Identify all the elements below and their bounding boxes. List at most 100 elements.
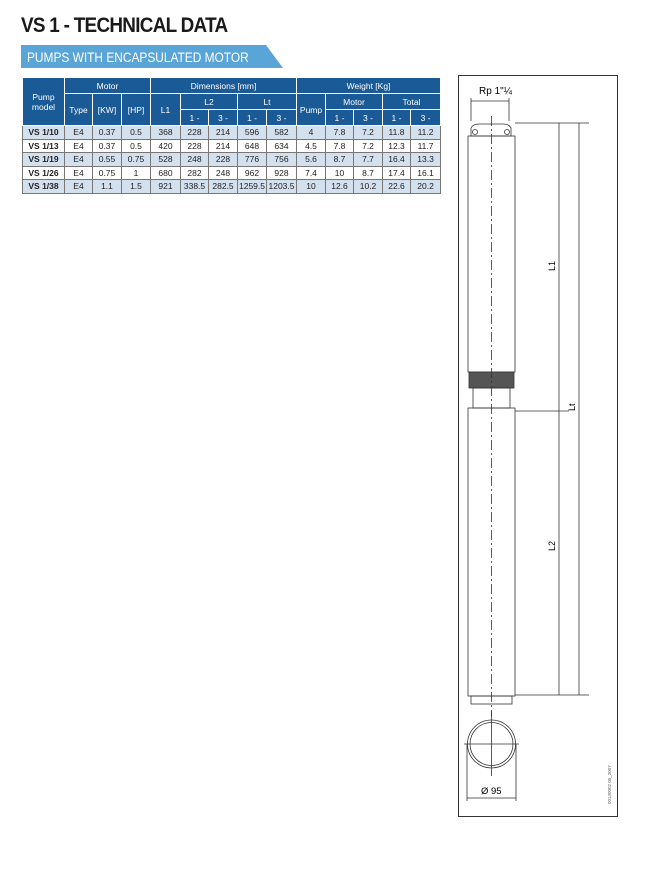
table-cell: 0.75 — [121, 152, 151, 167]
header-phase-3: 3 - — [265, 109, 298, 126]
table-cell: 7.4 — [296, 165, 327, 180]
table-cell: 282 — [180, 165, 209, 180]
table-cell: 756 — [265, 152, 298, 167]
table-cell: 5.6 — [296, 152, 327, 167]
table-cell: E4 — [64, 138, 93, 153]
table-cell: 16.1 — [410, 165, 442, 180]
header-phase-3: 3 - — [208, 109, 238, 126]
table-cell: 4.5 — [296, 138, 327, 153]
table-cell: 248 — [180, 152, 209, 167]
table-cell: E4 — [64, 179, 93, 194]
header-weight: Weight [Kg] — [296, 77, 442, 94]
header-hp: [HP] — [121, 93, 151, 126]
table-cell: 10 — [325, 165, 355, 180]
table-cell: 0.55 — [92, 152, 122, 167]
table-cell: 214 — [208, 125, 238, 140]
section-subtitle: PUMPS WITH ENCAPSULATED MOTOR — [27, 49, 249, 65]
table-cell: 1.1 — [92, 179, 122, 194]
l2-label: L2 — [547, 541, 557, 551]
table-cell: 921 — [150, 179, 181, 194]
table-cell: 8.7 — [325, 152, 355, 167]
table-cell: 4 — [296, 125, 327, 140]
table-cell: 11.2 — [410, 125, 442, 140]
table-cell: 11.7 — [410, 138, 442, 153]
header-pump: Pump — [296, 93, 327, 126]
table-cell: 0.37 — [92, 125, 122, 140]
pump-diagram: Rp 1"¼ L1 Lt L2 Ø 95 00130002 05_2007 — [464, 85, 612, 804]
page-title: VS 1 - TECHNICAL DATA — [21, 14, 228, 37]
table-cell: 13.3 — [410, 152, 442, 167]
pump-model-cell: VS 1/10 — [22, 125, 65, 140]
table-cell: 776 — [237, 152, 267, 167]
header-weight-motor: Motor — [325, 93, 384, 110]
table-cell: 596 — [237, 125, 267, 140]
table-cell: 0.5 — [121, 138, 151, 153]
table-cell: 1 — [121, 165, 151, 180]
table-cell: 582 — [265, 125, 298, 140]
table-cell: 368 — [150, 125, 181, 140]
header-phase-3: 3 - — [410, 109, 442, 126]
table-cell: 7.2 — [353, 138, 384, 153]
table-cell: 10.2 — [353, 179, 384, 194]
table-cell: 962 — [237, 165, 267, 180]
table-cell: 20.2 — [410, 179, 442, 194]
table-cell: 7.7 — [353, 152, 384, 167]
table-cell: 11.8 — [382, 125, 412, 140]
header-l1: L1 — [150, 93, 181, 126]
diameter-label: Ø 95 — [481, 786, 502, 797]
table-cell: 420 — [150, 138, 181, 153]
pump-model-cell: VS 1/19 — [22, 152, 65, 167]
table-cell: E4 — [64, 125, 93, 140]
table-cell: 634 — [265, 138, 298, 153]
table-cell: 528 — [150, 152, 181, 167]
table-cell: 928 — [265, 165, 298, 180]
header-phase-3: 3 - — [353, 109, 384, 126]
table-cell: 1259.5 — [237, 179, 267, 194]
section-banner: PUMPS WITH ENCAPSULATED MOTOR — [21, 45, 283, 68]
drawing-code: 00130002 05_2007 — [607, 765, 612, 804]
table-cell: 12.3 — [382, 138, 412, 153]
header-phase-1: 1 - — [325, 109, 355, 126]
header-lt: Lt — [236, 93, 298, 110]
table-cell: E4 — [64, 165, 93, 180]
table-cell: 10 — [296, 179, 327, 194]
header-phase-1: 1 - — [180, 109, 209, 126]
header-phase-1: 1 - — [382, 109, 412, 126]
table-cell: 648 — [237, 138, 267, 153]
table-cell: 214 — [208, 138, 238, 153]
table-cell: 680 — [150, 165, 181, 180]
header-phase-1: 1 - — [237, 109, 267, 126]
table-cell: 16.4 — [382, 152, 412, 167]
lt-label: Lt — [567, 403, 577, 411]
header-type: Type — [64, 93, 93, 126]
table-cell: 282.5 — [208, 179, 238, 194]
header-kw: [KW] — [92, 93, 122, 126]
pump-model-cell: VS 1/13 — [22, 138, 65, 153]
table-cell: 12.6 — [325, 179, 355, 194]
table-cell: 7.8 — [325, 138, 355, 153]
pump-drawing: Rp 1"¼ L1 Lt L2 Ø 95 00130002 05_2007 — [458, 75, 618, 817]
table-cell: 7.8 — [325, 125, 355, 140]
header-dimensions: Dimensions [mm] — [149, 77, 298, 94]
pump-model-cell: VS 1/38 — [22, 179, 65, 194]
table-cell: 0.5 — [121, 125, 151, 140]
table-cell: 17.4 — [382, 165, 412, 180]
table-cell: 0.37 — [92, 138, 122, 153]
table-cell: 1.5 — [121, 179, 151, 194]
table-cell: 1203.5 — [265, 179, 298, 194]
table-cell: 22.6 — [382, 179, 412, 194]
table-cell: 248 — [208, 165, 238, 180]
table-cell: 8.7 — [353, 165, 384, 180]
header-pump-model: Pump model — [22, 77, 65, 126]
header-total: Total — [382, 93, 442, 110]
thread-label: Rp 1"¼ — [479, 85, 513, 97]
l1-label: L1 — [547, 261, 557, 271]
pump-model-cell: VS 1/26 — [22, 165, 65, 180]
header-motor: Motor — [64, 77, 151, 94]
table-cell: 228 — [180, 125, 209, 140]
